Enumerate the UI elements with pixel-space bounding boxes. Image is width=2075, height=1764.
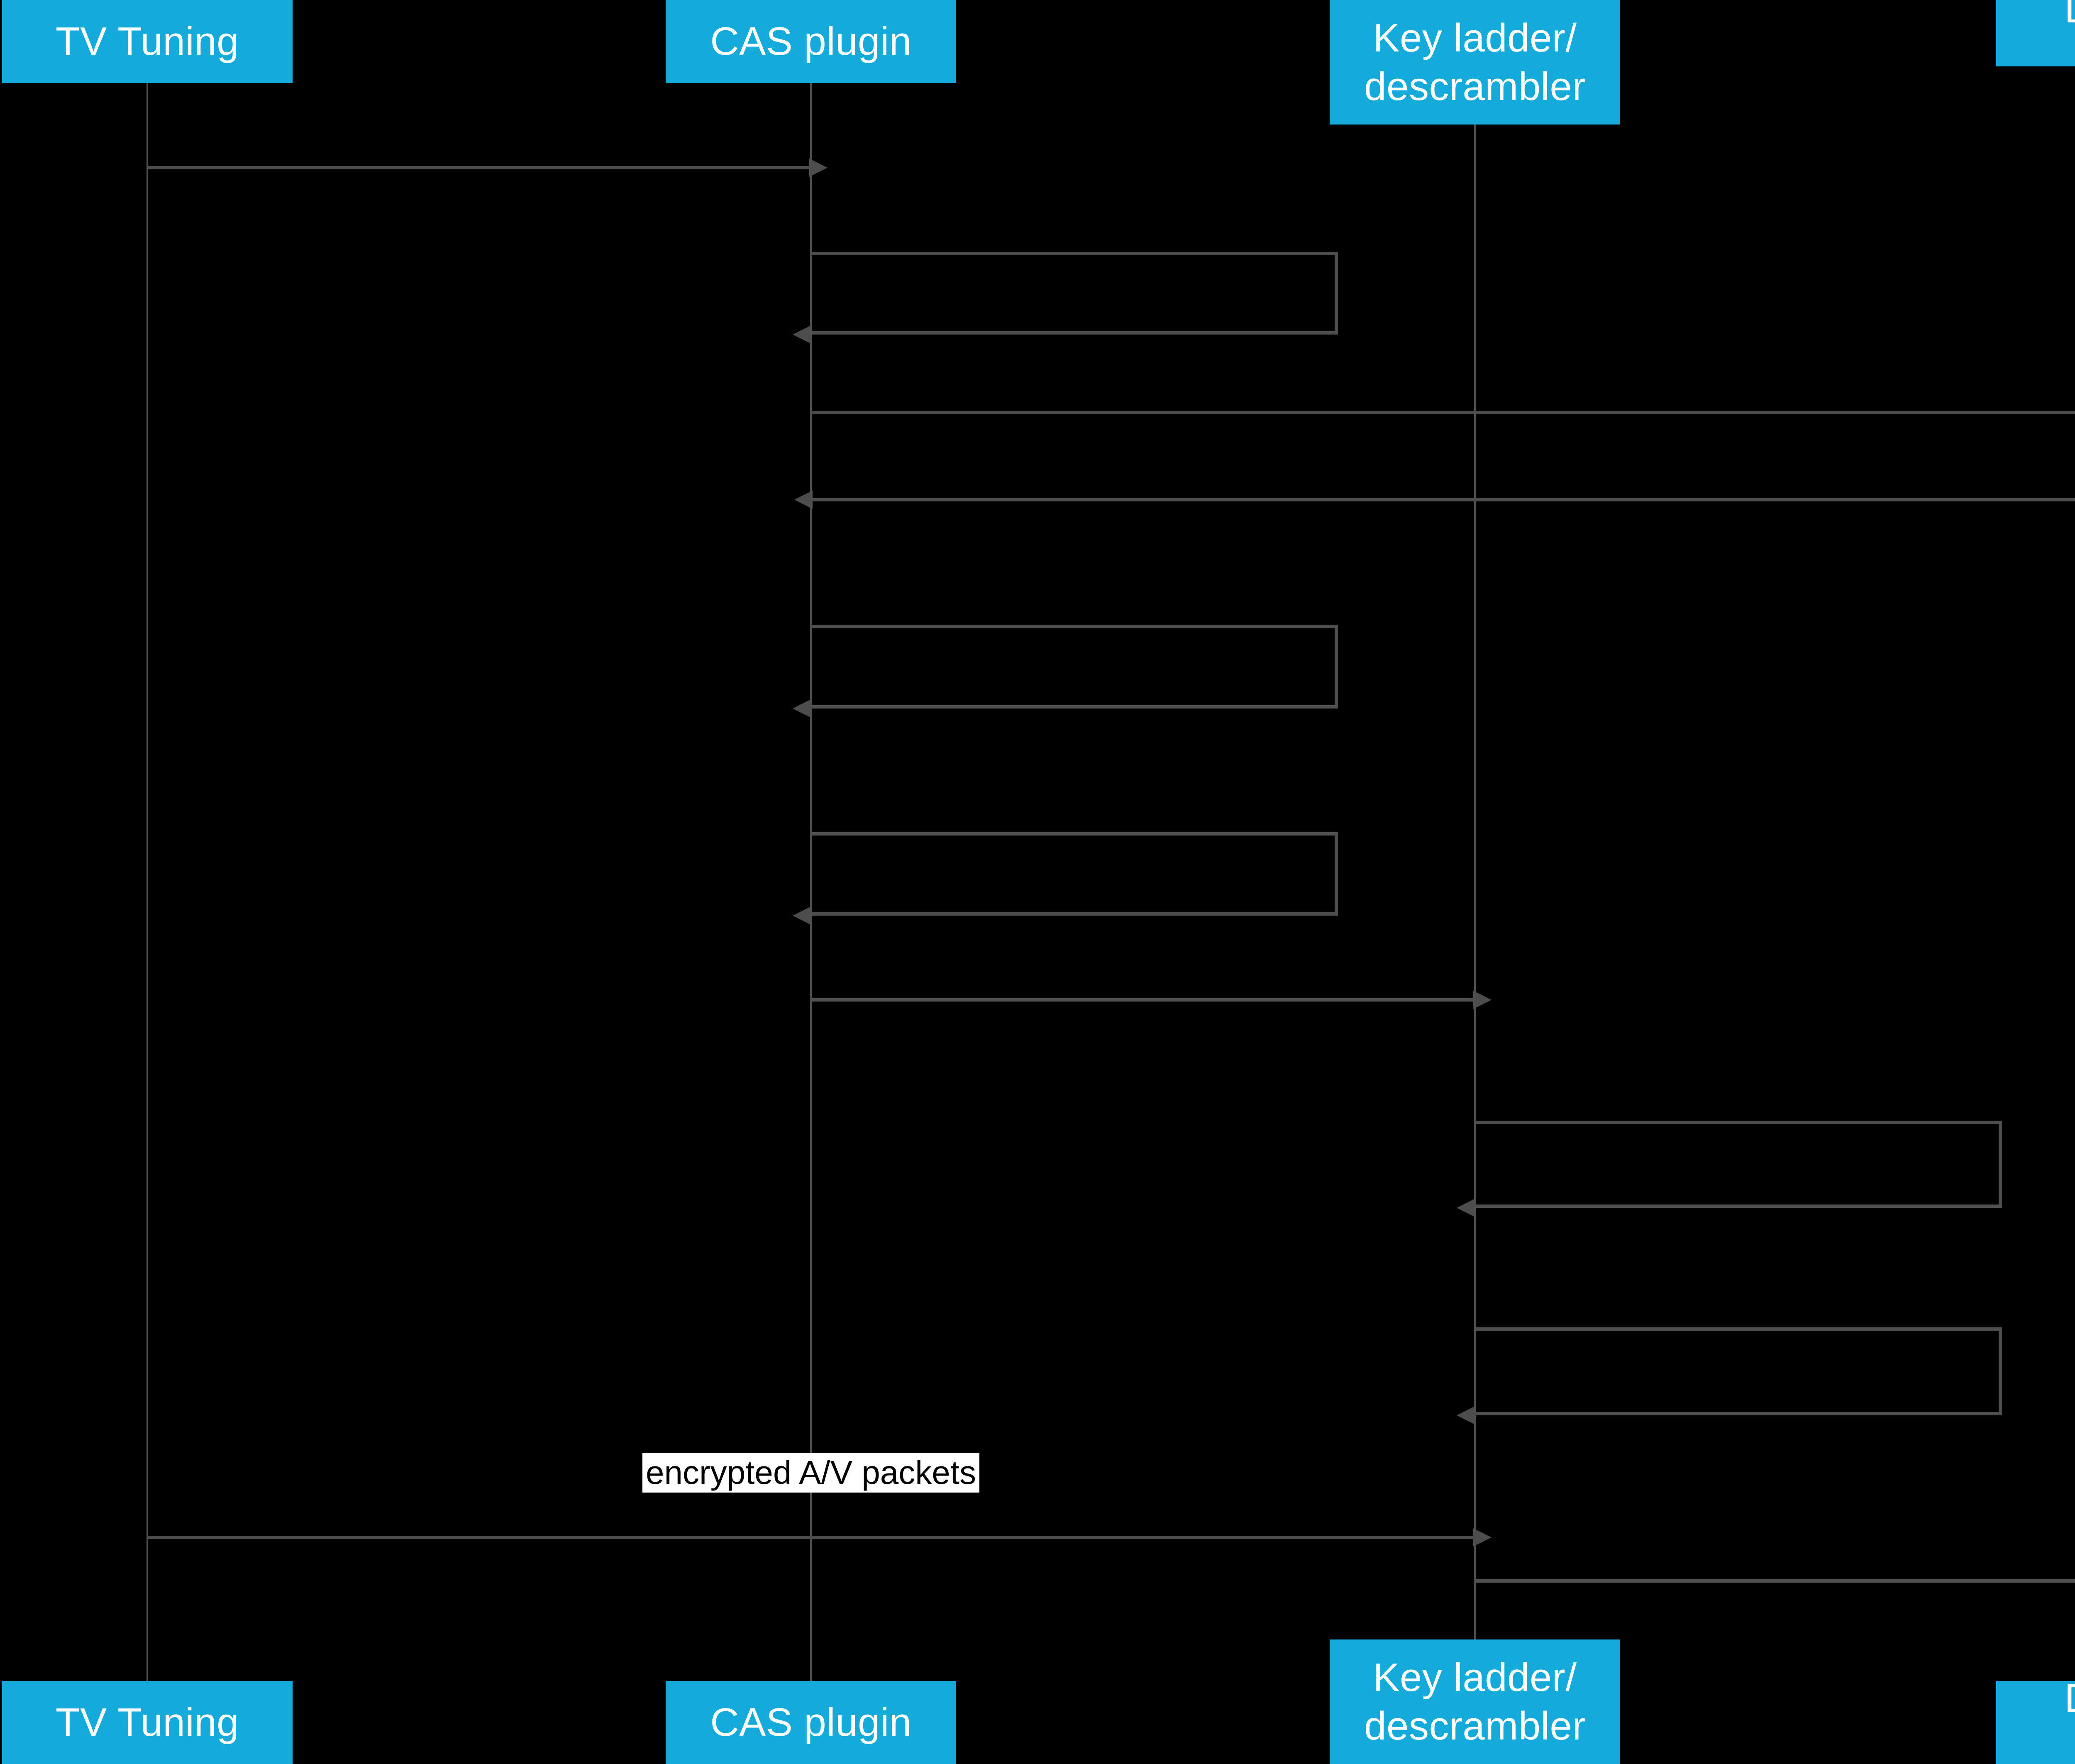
actor-top-tv[interactable]: TV Tuning bbox=[2, 0, 293, 83]
self-call-s5 bbox=[1457, 1327, 2002, 1424]
actor-bottom-cas[interactable]: CAS plugin bbox=[666, 1681, 956, 1764]
message-m3-headend-to-cas bbox=[794, 491, 2075, 509]
self-call-s1 bbox=[793, 252, 1338, 344]
message-label-m5: encrypted A/V packets bbox=[642, 1453, 980, 1493]
self-call-s4 bbox=[1457, 1121, 2002, 1217]
lifeline-tv bbox=[146, 83, 148, 1681]
actor-bottom-kld[interactable]: Key ladder/ descrambler bbox=[1330, 1639, 1620, 1764]
self-call-s2 bbox=[793, 625, 1338, 718]
arrowhead-left-icon bbox=[1457, 1406, 1475, 1424]
message-m1-tv-to-cas bbox=[147, 159, 828, 177]
arrowhead-left-icon bbox=[793, 325, 811, 344]
message-m6-kld-to-decode bbox=[1475, 1579, 2075, 1583]
arrowhead-left-icon bbox=[1457, 1199, 1475, 1217]
actor-top-decode[interactable]: Decode, display bbox=[1996, 0, 2075, 66]
arrowhead-right-icon bbox=[809, 159, 828, 177]
actor-top-cas[interactable]: CAS plugin bbox=[666, 0, 956, 83]
arrowhead-left-icon bbox=[794, 491, 813, 509]
message-m5-tv-to-kld bbox=[147, 1528, 1492, 1547]
arrowhead-right-icon bbox=[1473, 1528, 1492, 1547]
message-m4-cas-to-kld bbox=[811, 991, 1492, 1009]
actor-top-kld[interactable]: Key ladder/ descrambler bbox=[1330, 0, 1620, 125]
lifeline-cas bbox=[810, 83, 812, 1681]
message-m2-cas-to-headend bbox=[811, 411, 2075, 414]
actor-bottom-tv[interactable]: TV Tuning bbox=[2, 1681, 293, 1764]
self-call-s3 bbox=[793, 832, 1338, 925]
arrowhead-left-icon bbox=[793, 699, 811, 718]
actor-bottom-decode[interactable]: Decode, display bbox=[1996, 1676, 2075, 1764]
arrowhead-left-icon bbox=[793, 906, 811, 925]
lifeline-kld bbox=[1474, 125, 1476, 1639]
arrowhead-right-icon bbox=[1473, 991, 1492, 1009]
